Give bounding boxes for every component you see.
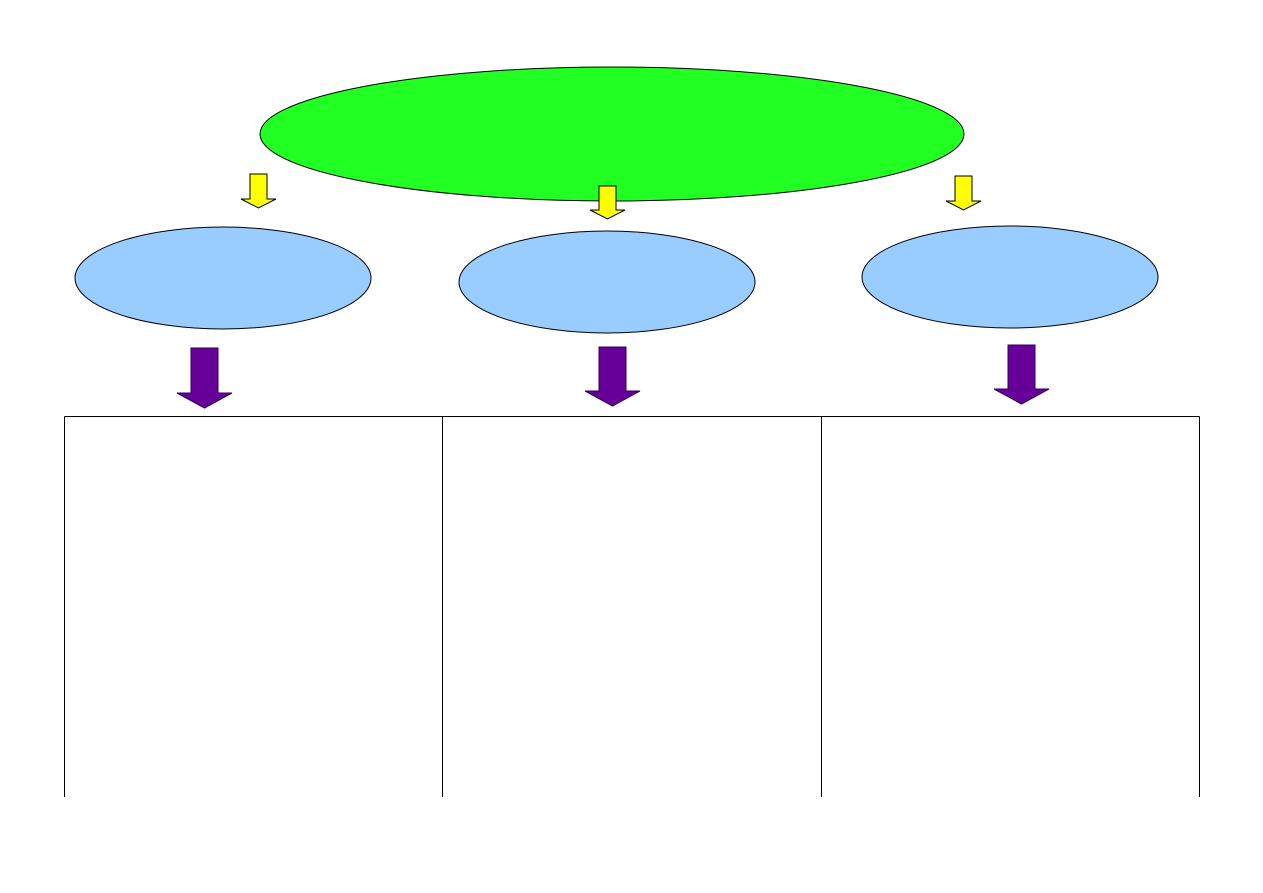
child-node-2 — [458, 230, 756, 334]
child-ellipse-1 — [74, 226, 372, 330]
purple-arrow-middle — [584, 346, 641, 407]
child-node-1 — [74, 226, 372, 330]
columns-box — [64, 416, 1200, 797]
root-node — [259, 66, 965, 202]
purple-arrow-left — [176, 347, 233, 409]
child-ellipse-3 — [861, 225, 1159, 329]
child-node-3 — [861, 225, 1159, 329]
child-ellipse-2 — [458, 230, 756, 334]
yellow-arrow-left — [240, 173, 277, 209]
yellow-arrow-right — [945, 175, 982, 211]
root-ellipse — [259, 66, 965, 202]
yellow-arrows — [240, 173, 982, 220]
purple-arrow-right — [993, 344, 1050, 405]
purple-arrows — [176, 344, 1050, 409]
yellow-arrow-middle — [589, 185, 626, 220]
